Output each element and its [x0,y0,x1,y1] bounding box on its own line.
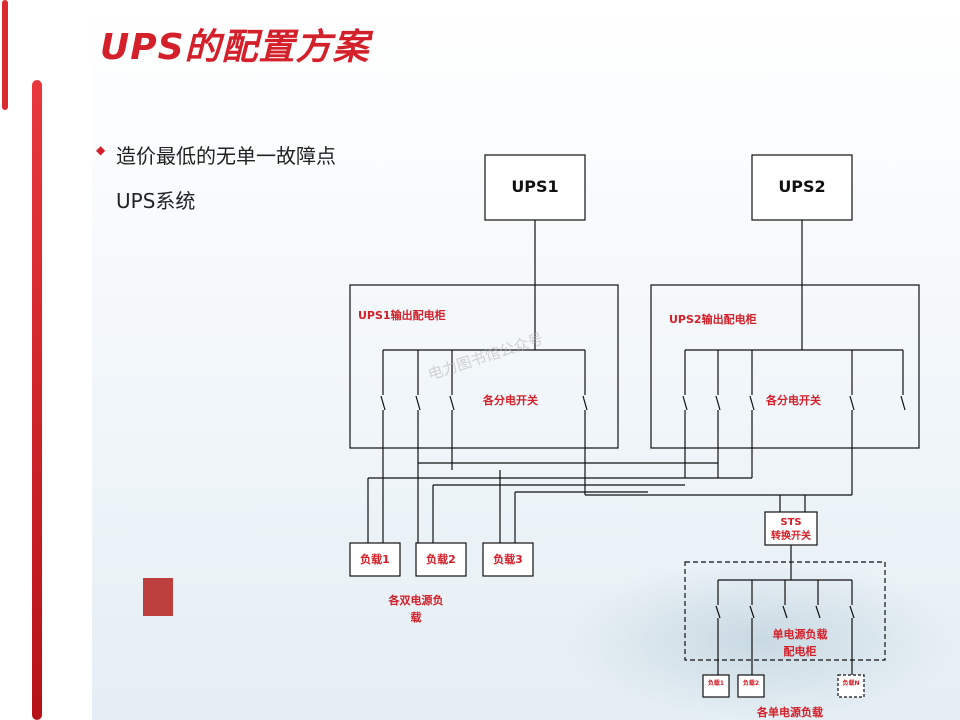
red-decorative-stroke [32,80,42,720]
sts-label: STS [780,517,801,528]
ups2-branch-switches [682,350,906,495]
watermark-text: 电力图书馆公众号 [426,330,546,384]
single-load1-box [702,674,730,698]
ups2-switches-label: 各分电开关 [765,393,821,407]
load3-label: 负载3 [493,552,523,566]
single-load1-label: 负载1 [708,679,724,687]
load1-box [349,542,401,577]
load3-box [482,542,534,577]
dual-loads-caption-1: 各双电源负 [388,593,444,607]
ups1-switches-label: 各分电开关 [482,393,538,407]
single-loads-caption: 各单电源负载 [756,705,823,719]
ups1-branch-switches [380,350,588,495]
single-load2-label: 负载2 [743,679,759,687]
load2-box [415,542,467,577]
load1-label: 负载1 [360,552,390,566]
ups1-label: UPS1 [511,177,558,196]
single-loadn-box [837,674,865,698]
single-panel-label-2: 配电柜 [784,644,817,658]
single-load-panel [684,561,886,661]
ups2-output-panel [650,284,920,449]
cross-wiring [367,462,852,543]
ups1-panel-label: UPS1输出配电柜 [358,308,446,322]
red-seal-stamp [143,578,173,616]
ups2-label: UPS2 [778,177,825,196]
single-panel-switches [715,580,855,675]
ups1-output-panel [349,284,619,449]
left-decoration-area [0,0,92,720]
dual-loads-caption-2: 载 [411,610,422,624]
sts-sublabel: 转换开关 [771,529,811,542]
red-decorative-stroke-top [2,0,8,110]
ups2-panel-label: UPS2输出配电柜 [669,312,757,326]
single-panel-label-1: 单电源负载 [773,627,828,641]
single-loadn-label: 负载N [842,679,859,687]
load2-label: 负载2 [426,552,456,566]
diamond-bullet-icon: ◆ [96,143,106,157]
bullet-text-line-2: UPS系统 [116,189,196,213]
slide-title: UPS的配置方案 [100,27,370,68]
bullet-text-line-1: 造价最低的无单一故障点 [116,144,336,168]
single-load2-box [737,674,765,698]
